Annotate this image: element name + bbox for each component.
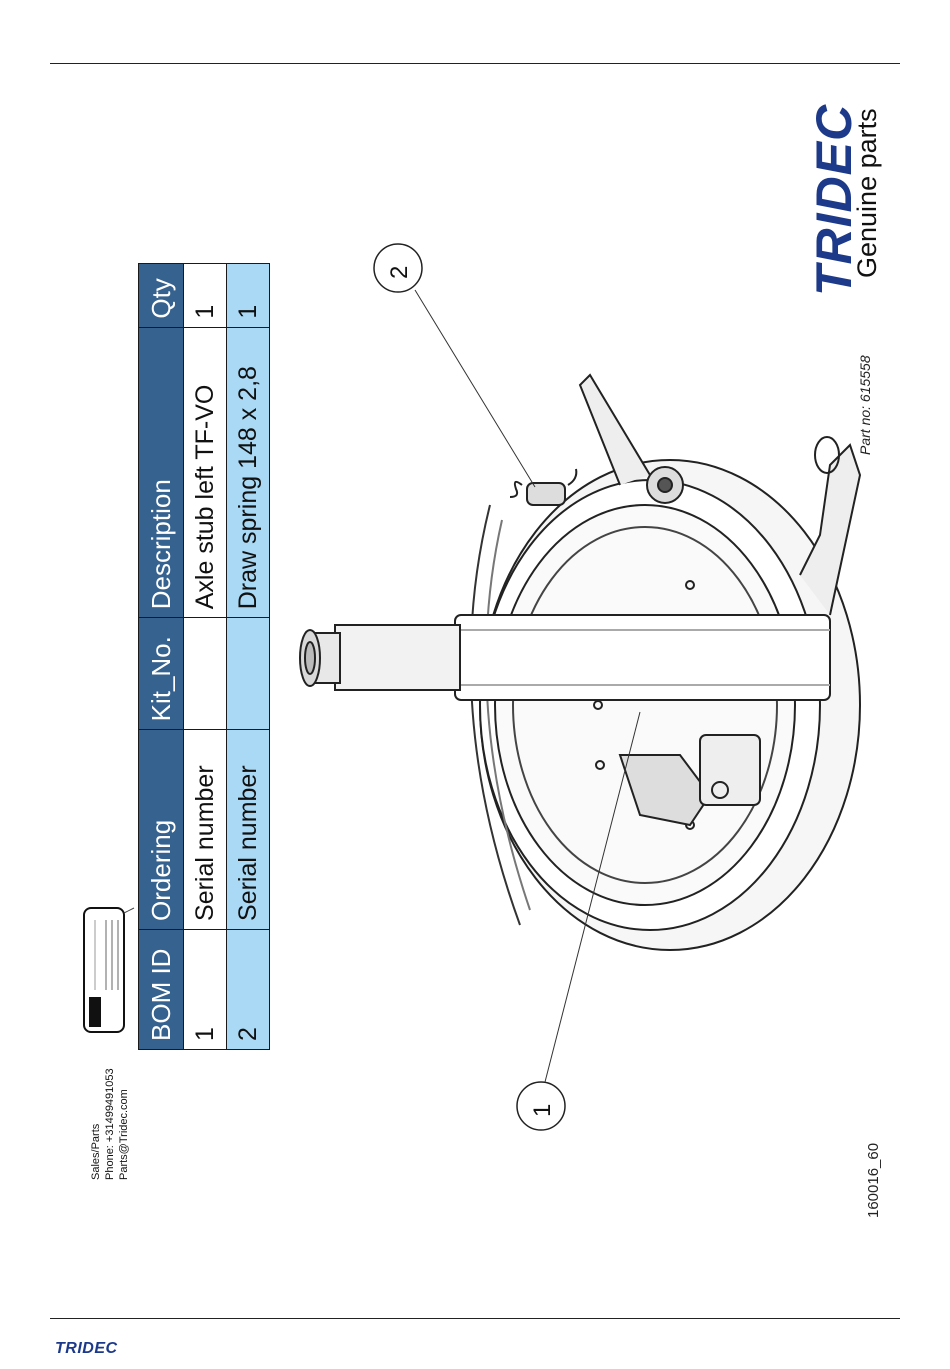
brand-tagline: Genuine parts [852,108,883,278]
document-id: 160016_60 [865,1143,882,1218]
callout-1-label: 1 [529,1104,557,1117]
footer-logo: TRIDEC [55,1340,118,1358]
footer-rule [50,1318,900,1319]
callout-2-label: 2 [386,266,414,279]
part-number: Part no: 615558 [857,355,873,455]
